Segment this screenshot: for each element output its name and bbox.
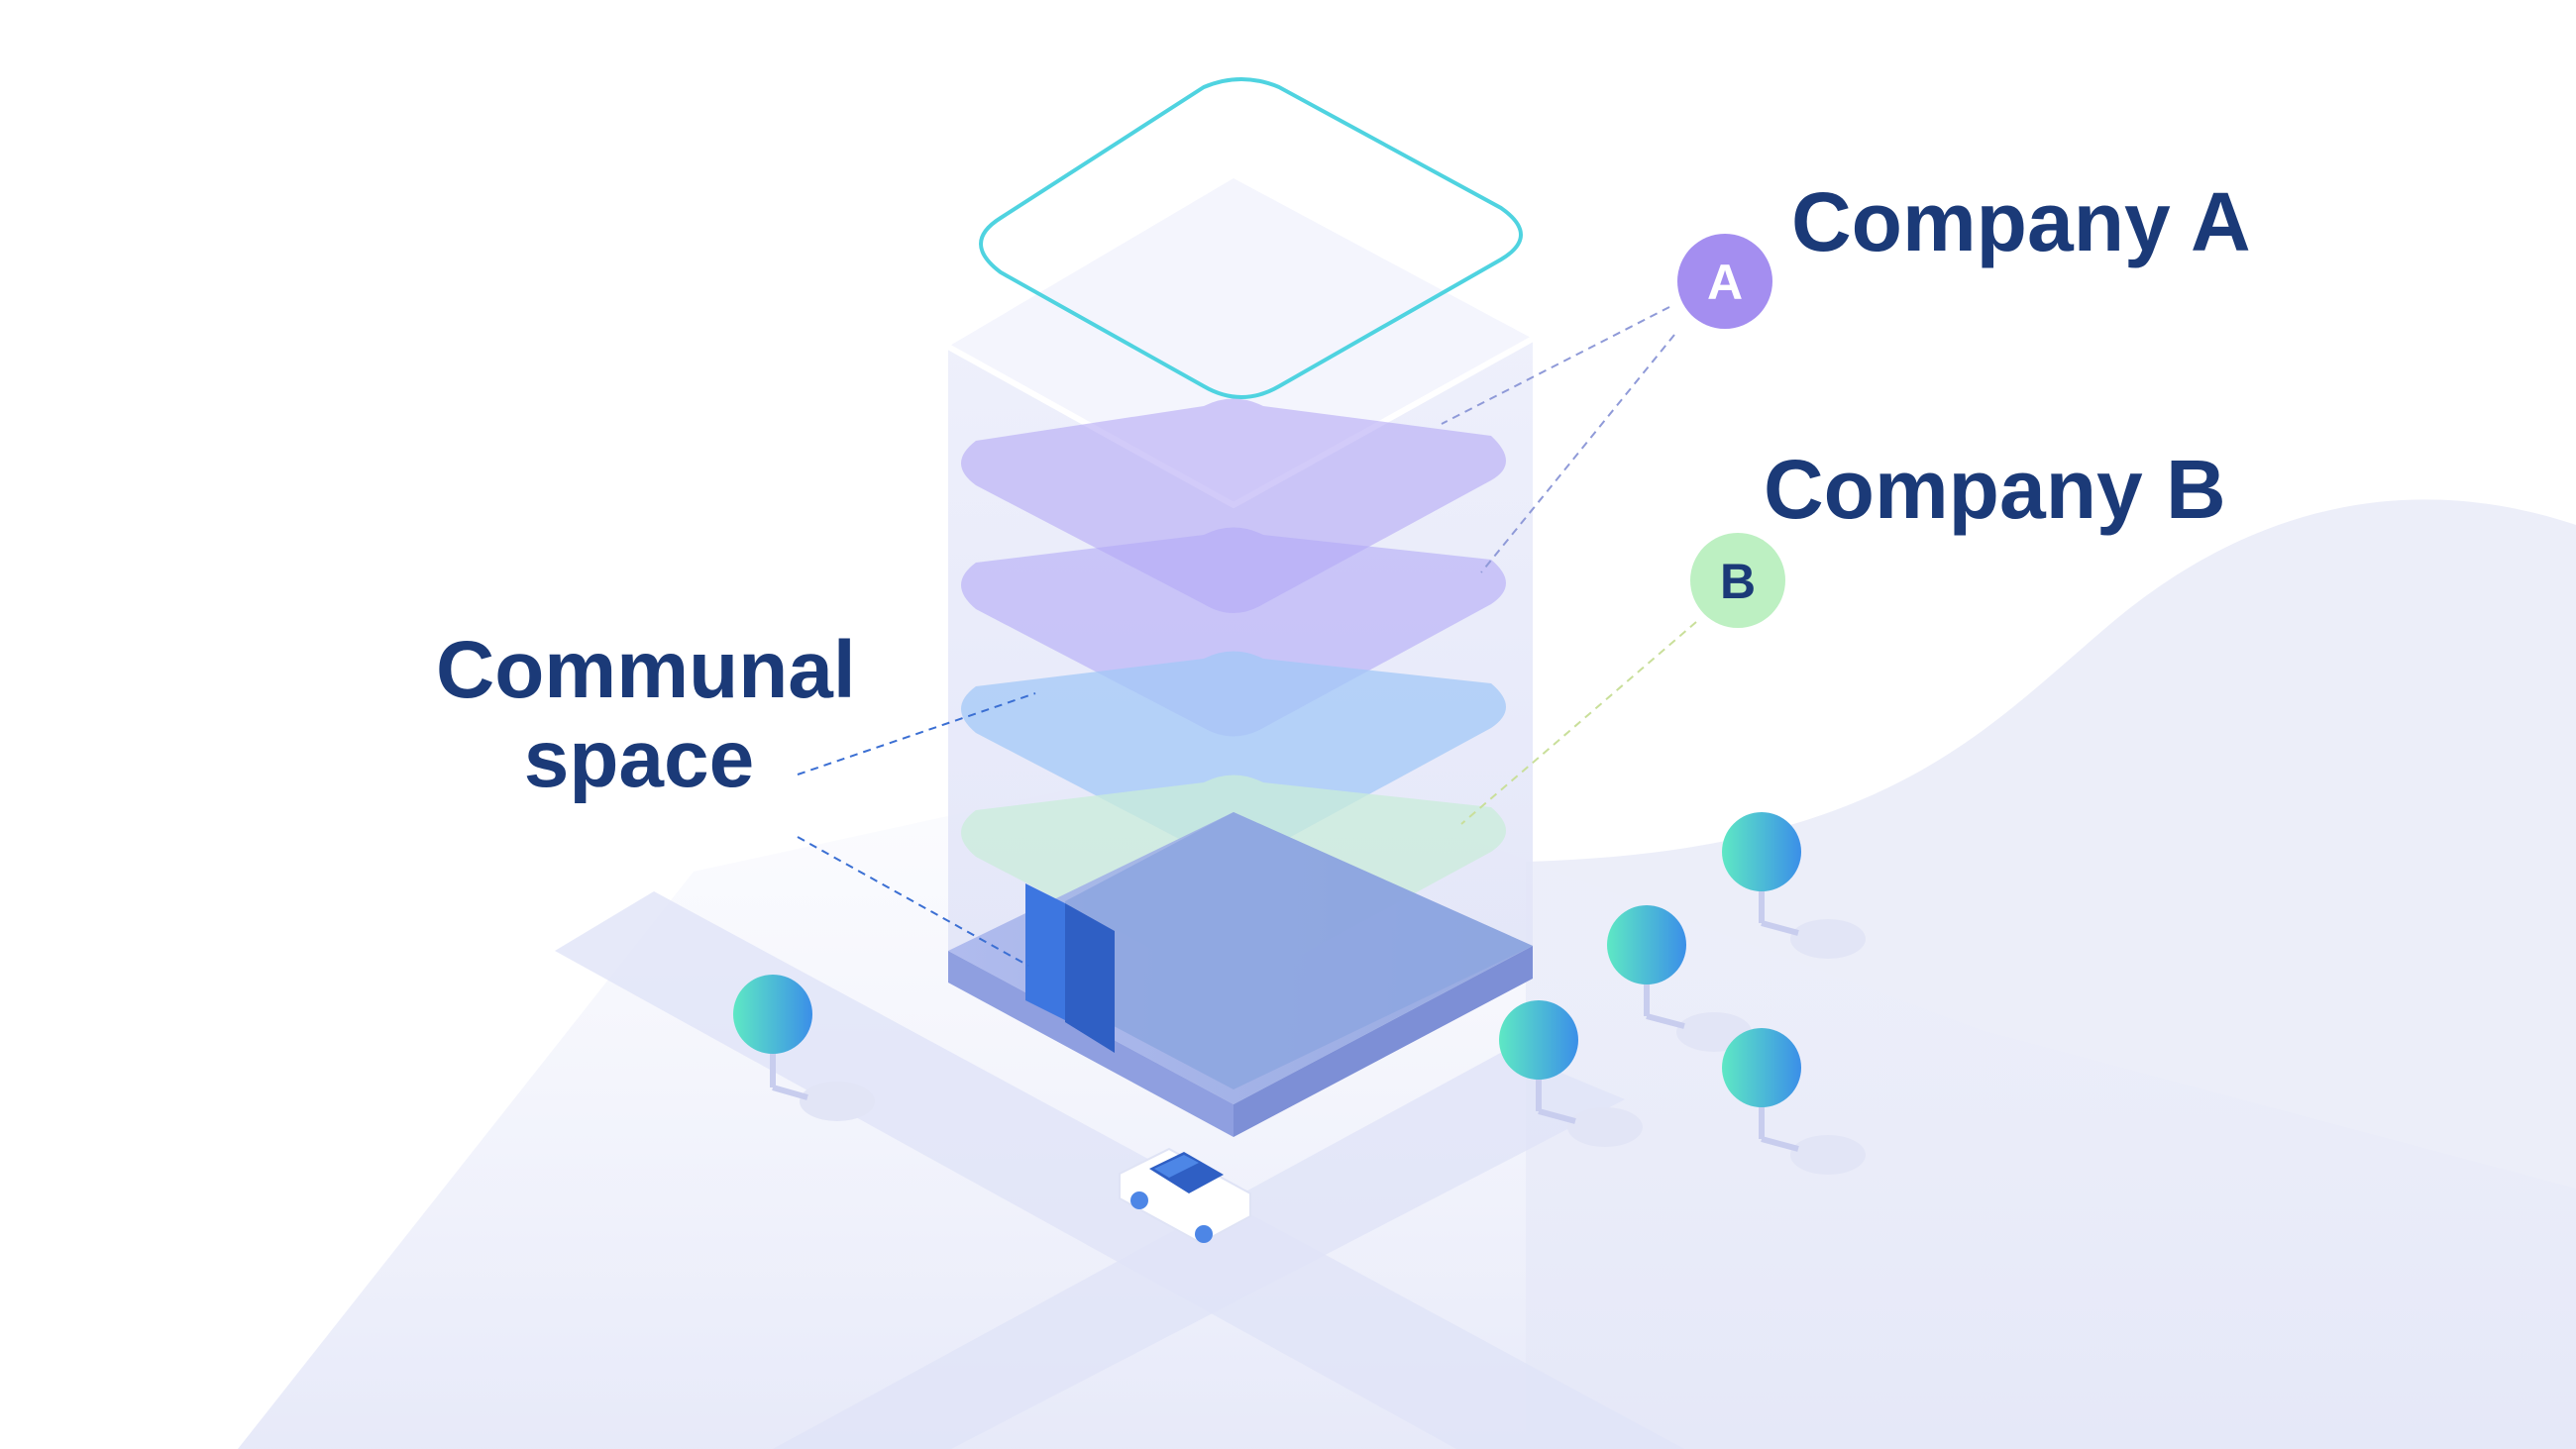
entrance-door-side xyxy=(1065,903,1115,1053)
badge-a-circle xyxy=(1677,234,1772,329)
floor-company-a-top xyxy=(961,398,1506,613)
badge-a-letter: A xyxy=(1707,255,1743,310)
connector-company-a-2 xyxy=(1480,334,1675,573)
connector-company-a-1 xyxy=(1441,306,1670,425)
ground-floor-right-face xyxy=(1234,946,1533,1137)
connector-communal-1 xyxy=(797,692,1036,776)
floor-company-a-bottom xyxy=(961,527,1506,737)
ground-plane xyxy=(238,753,2576,1449)
road-diagonal-right xyxy=(773,1050,1625,1449)
company-b-label: Company B xyxy=(1764,443,2226,536)
car xyxy=(1119,1147,1251,1245)
badge-b-circle xyxy=(1690,533,1785,628)
connector-communal-2 xyxy=(797,836,1029,967)
ground-floor-inner xyxy=(1065,812,1533,1089)
connector-company-b xyxy=(1460,621,1697,825)
tree-right-3 xyxy=(1722,812,1866,959)
ground-floor-left-face xyxy=(948,951,1234,1137)
communal-space-label: Communal space xyxy=(436,625,856,805)
road-diagonal-left xyxy=(555,891,1684,1449)
floor-communal xyxy=(961,651,1506,861)
communal-space-line1: Communal xyxy=(436,625,856,715)
tree-right-4 xyxy=(1722,1028,1866,1175)
entrance-door xyxy=(1025,883,1065,1020)
company-a-label: Company A xyxy=(1791,175,2251,268)
roof-outline-shape xyxy=(979,77,1523,399)
communal-space-line2: space xyxy=(523,714,755,805)
tree-right-1 xyxy=(1499,1000,1643,1147)
tree-left xyxy=(733,975,875,1121)
badge-b-letter: B xyxy=(1720,554,1756,609)
